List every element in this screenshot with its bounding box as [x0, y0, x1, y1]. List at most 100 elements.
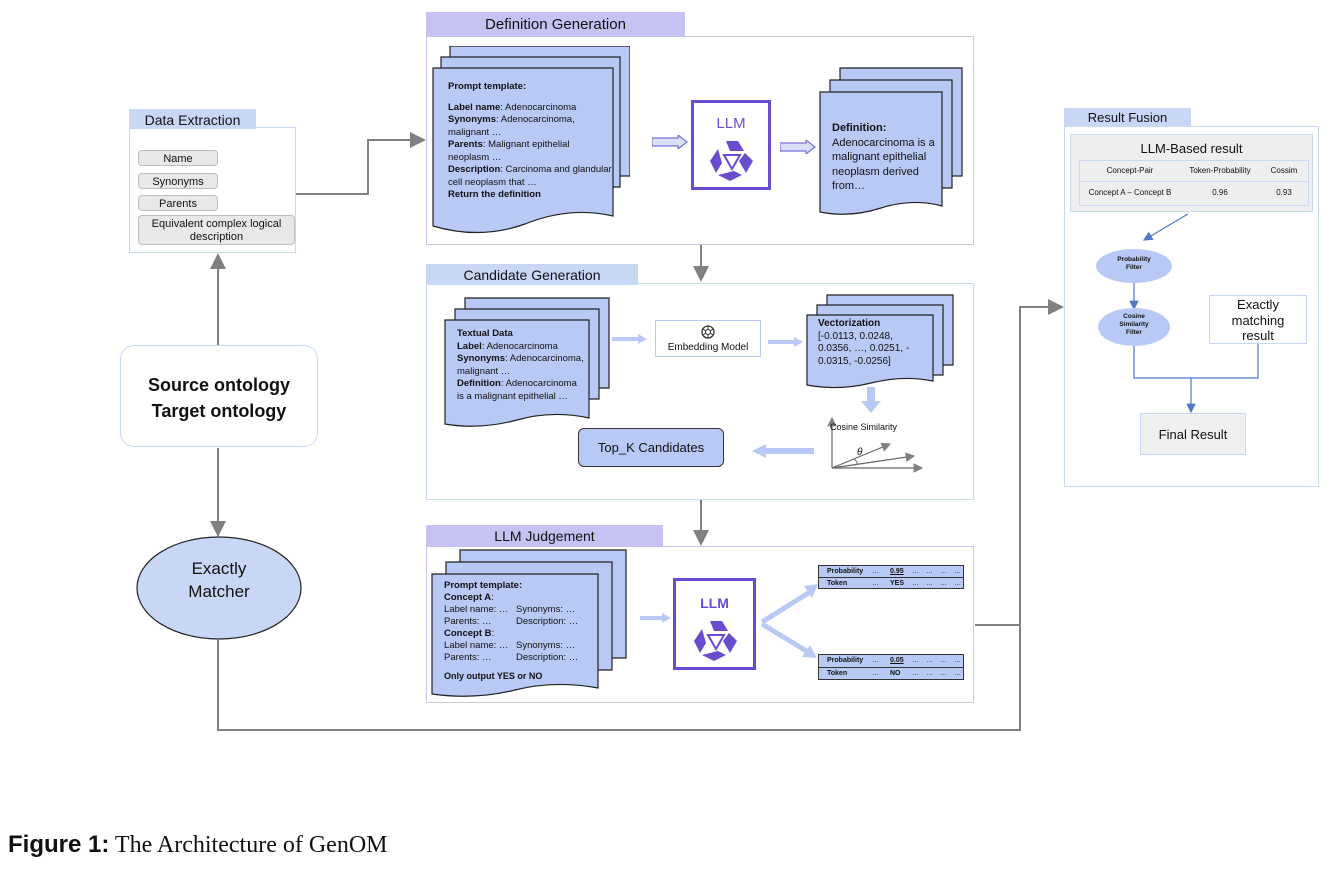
definition-output-line3: neoplasm derived — [832, 165, 919, 178]
dots: … — [940, 657, 947, 664]
definition-output-line4: from… — [832, 180, 865, 192]
concept-a-label-name: Label name: … — [444, 604, 509, 615]
dots: … — [912, 568, 919, 575]
source-target-ontology-box: Source ontology Target ontology — [120, 345, 318, 447]
concept-a-parents: Parents: … — [444, 616, 492, 627]
dots: … — [954, 670, 961, 677]
table-header-concept-pair: Concept-Pair — [1106, 166, 1154, 175]
cosine-filter-line2: Similarity — [1119, 321, 1149, 328]
no-token-table: Probability … 0.05 ………… Token … NO ………… — [818, 654, 964, 680]
table-cell-cossim: 0.93 — [1276, 188, 1292, 197]
yes-probability-key: Probability — [827, 568, 864, 575]
dots: … — [912, 670, 919, 677]
dots: … — [912, 580, 919, 587]
judgement-prompt-document — [431, 549, 627, 697]
definition-description-value2: cell neoplasm that … — [448, 176, 537, 188]
definition-parents-value: : Malignant epithelial — [482, 139, 570, 150]
dots: … — [872, 580, 879, 587]
table-cell-concept-pair: Concept A – Concept B — [1088, 188, 1172, 197]
yes-token-key: Token — [827, 580, 848, 587]
cosine-similarity-plot — [827, 416, 924, 473]
dots: … — [872, 657, 879, 664]
dots: … — [872, 568, 879, 575]
theta-label: θ — [857, 447, 863, 458]
cosine-filter-line1: Cosine — [1123, 313, 1145, 320]
cosine-filter-line3: Filter — [1126, 329, 1142, 336]
only-output-line: Only output YES or NO — [444, 671, 543, 681]
vectorization-line2: 0.0356, …, 0.0251, - — [818, 343, 910, 354]
dots: … — [872, 670, 879, 677]
concept-b-label-name: Label name: … — [444, 640, 509, 651]
probability-filter-line1: Probability — [1117, 256, 1151, 263]
embedding-model-box: Embedding Model — [655, 320, 761, 357]
definition-return-line: Return the definition — [448, 189, 541, 200]
definition-output-line2: malignant epithelial — [832, 151, 927, 163]
vectorization-document — [806, 294, 954, 389]
definition-description-value: : Carcinoma and glandular — [500, 164, 612, 175]
definition-synonyms-value2: malignant … — [448, 126, 502, 138]
light-arrow-icon — [612, 334, 647, 344]
dots: … — [940, 568, 947, 575]
definition-synonyms-value: : Adenocarcinoma, — [496, 114, 575, 125]
dots: … — [954, 568, 961, 575]
judgement-prompt-heading: Prompt template: — [444, 580, 523, 591]
llm-based-result-box: LLM-Based result Concept-Pair Token-Prob… — [1070, 134, 1313, 212]
textual-definition-value: : Adenocarcinoma — [500, 378, 577, 389]
candidate-generation-title: Candidate Generation — [426, 264, 638, 285]
dots: … — [954, 580, 961, 587]
llm-logo-icon — [710, 141, 753, 181]
embedding-model-label: Embedding Model — [667, 342, 749, 353]
field-logical-description-chip: Equivalent complex logical description — [138, 215, 295, 245]
dots: … — [912, 657, 919, 664]
exact-matcher-line1: Exactly — [191, 559, 247, 578]
source-ontology-label: Source ontology — [147, 375, 290, 395]
caption-text: The Architecture of GenOM — [114, 832, 388, 858]
dots: … — [940, 670, 947, 677]
textual-label-value: : Adenocarcinoma — [481, 340, 558, 352]
definition-prompt-document — [432, 46, 630, 234]
exact-result-line1: Exactly — [1237, 297, 1279, 312]
light-left-arrow-icon — [752, 444, 814, 458]
figure-caption: Figure 1: The Architecture of GenOM — [8, 831, 388, 859]
dots: … — [926, 670, 933, 677]
data-extraction-title: Data Extraction — [129, 109, 256, 129]
concept-a-label: Concept A — [444, 592, 492, 603]
no-token-key: Token — [827, 670, 848, 677]
embedding-logo-icon — [701, 325, 715, 339]
no-probability-value: 0.05 — [890, 657, 904, 664]
no-probability-key: Probability — [827, 657, 864, 664]
yes-token-table: Probability … 0.95 ………… Token … YES ………… — [818, 565, 964, 589]
branch-arrows — [760, 584, 818, 658]
exact-matcher-node — [136, 536, 302, 640]
double-arrow-icon — [652, 135, 688, 149]
concept-b-description: Description: … — [516, 652, 579, 663]
definition-output-line1: Adenocarcinoma is a — [832, 136, 935, 149]
concept-b-parents: Parents: … — [444, 652, 492, 663]
textual-synonyms-value: : Adenocarcinoma, — [505, 353, 584, 364]
field-parents-chip: Parents — [138, 195, 218, 211]
definition-parents-key: Parents — [448, 139, 483, 150]
vectorization-line3: 0.0315, -0.0256] — [818, 355, 891, 367]
vectorization-line1: [-0.0113, 0.0248, — [818, 330, 893, 342]
vectorization-heading: Vectorization — [818, 318, 881, 329]
textual-data-heading: Textual Data — [457, 328, 513, 339]
light-arrow-icon — [640, 613, 671, 623]
textual-synonyms-value2: malignant … — [457, 365, 511, 377]
exact-matcher-line2: Matcher — [188, 582, 250, 601]
exact-result-line2: matching — [1231, 312, 1285, 328]
exact-result-line3: result — [1242, 328, 1274, 343]
yes-probability-value: 0.95 — [890, 568, 904, 575]
definition-synonyms-key: Synonyms — [448, 114, 497, 125]
light-arrow-icon — [768, 337, 803, 347]
definition-llm-box: LLM — [691, 100, 771, 190]
connector-matcher-to-fusion — [217, 299, 1064, 731]
fusion-flow-lines — [1096, 213, 1259, 414]
dots: … — [940, 580, 947, 587]
exactly-matching-result-box: Exactly matching result — [1209, 295, 1307, 344]
textual-label-key: Label — [457, 340, 482, 352]
llm-judgement-title: LLM Judgement — [426, 525, 663, 547]
yes-token-value: YES — [890, 580, 905, 587]
textual-definition-key: Definition — [457, 378, 501, 389]
double-arrow-icon — [780, 140, 816, 154]
